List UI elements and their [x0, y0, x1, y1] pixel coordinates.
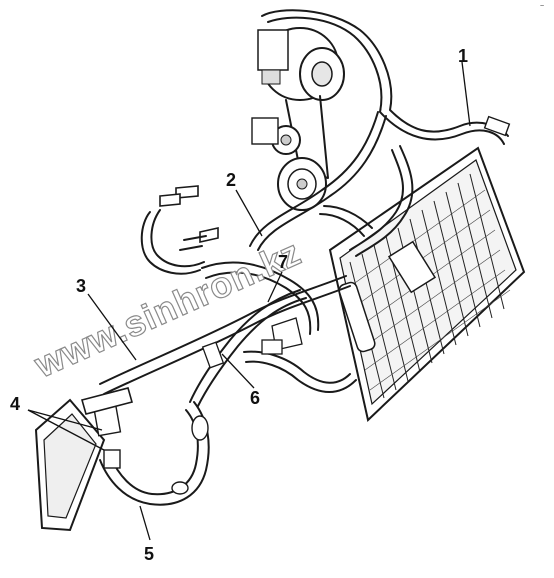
callout-4: 4	[10, 394, 20, 414]
callout-1: 1	[458, 46, 468, 66]
hose-3	[99, 275, 351, 395]
left-bracket	[34, 387, 133, 532]
leader-1	[461, 61, 471, 127]
callout-6: 6	[250, 388, 260, 408]
leader-4a	[27, 409, 105, 451]
leader-5	[139, 505, 151, 541]
leader-4b	[27, 409, 103, 431]
compressor	[257, 27, 345, 179]
callout-7: 7	[278, 252, 288, 272]
evaporator-pipes	[140, 185, 320, 335]
leader-lines	[27, 61, 471, 541]
leader-2	[235, 189, 263, 237]
hose-2	[249, 111, 414, 257]
leader-3	[87, 293, 137, 361]
leader-6	[221, 353, 255, 389]
hose-5	[99, 350, 357, 506]
hose-6	[189, 289, 307, 407]
corner-mark: ~	[540, 3, 544, 10]
pulley-assembly	[251, 117, 327, 211]
hose-1	[261, 9, 511, 145]
leader-7	[267, 271, 283, 303]
callout-3: 3	[76, 276, 86, 296]
callout-2: 2	[226, 170, 236, 190]
center-bracket	[261, 317, 303, 355]
callout-5: 5	[144, 544, 154, 564]
condenser	[328, 146, 526, 422]
